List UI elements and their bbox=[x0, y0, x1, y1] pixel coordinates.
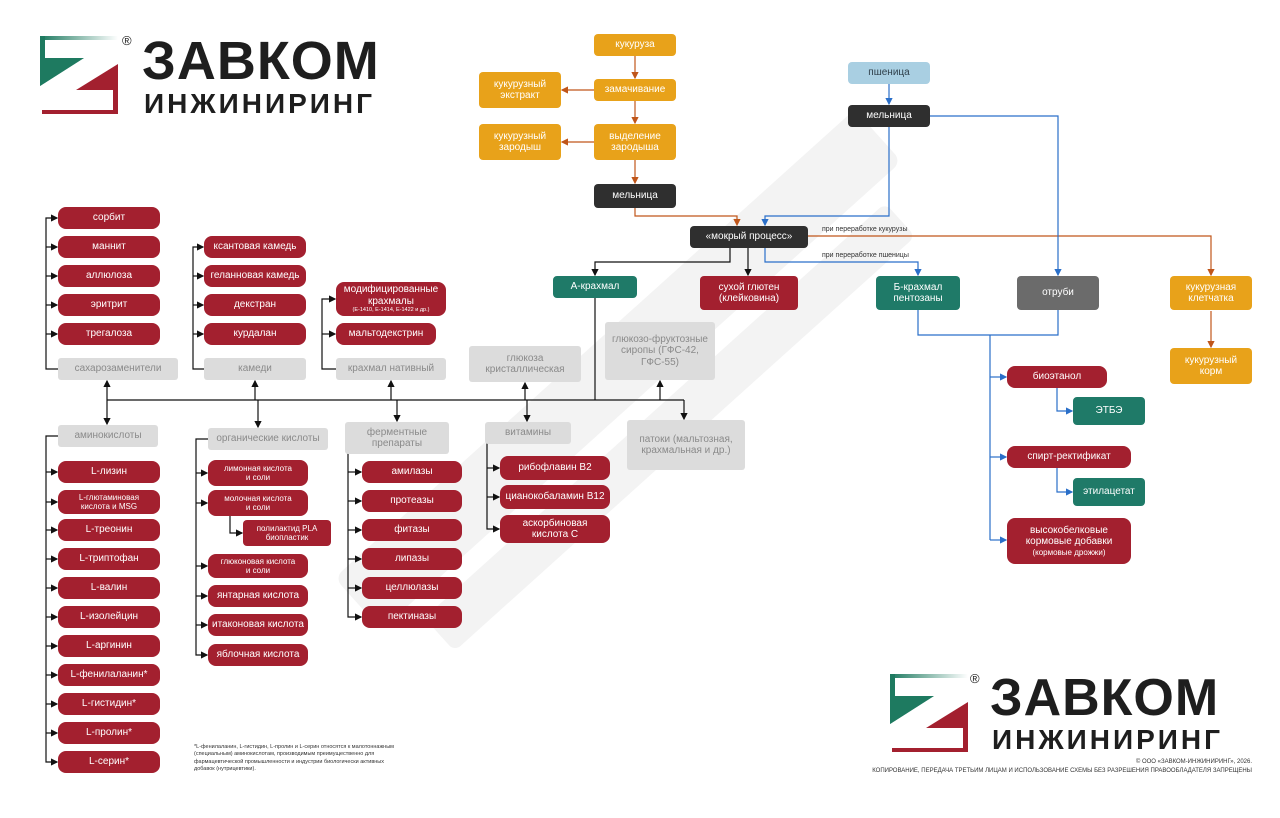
node-pla: полилактид PLA биопластик bbox=[243, 520, 331, 546]
node-soaking: замачивание bbox=[594, 79, 676, 101]
list-item: L-аргинин bbox=[58, 635, 160, 657]
list-item: фитазы bbox=[362, 519, 462, 541]
node-germ-separation: выделение зародыша bbox=[594, 124, 676, 160]
list-item: янтарная кислота bbox=[208, 585, 308, 607]
logo-line2: ИНЖИНИРИНГ bbox=[992, 724, 1224, 755]
list-item: аскорбиновая кислота C bbox=[500, 515, 610, 543]
list-item: цианокобаламин B12 bbox=[500, 485, 610, 509]
logo-line2: ИНЖИНИРИНГ bbox=[144, 88, 376, 119]
category-sweeteners: сахарозаменители bbox=[58, 358, 178, 380]
list-item: амилазы bbox=[362, 461, 462, 483]
list-item: рибофлавин B2 bbox=[500, 456, 610, 480]
list-item: L-изолейцин bbox=[58, 606, 160, 628]
category-gums: камеди bbox=[204, 358, 306, 380]
list-item: лимонная кислота и соли bbox=[208, 460, 308, 486]
node-bran: отруби bbox=[1017, 276, 1099, 310]
list-item: L-серин* bbox=[58, 751, 160, 773]
registered-mark: ® bbox=[970, 671, 980, 686]
node-corn-extract: кукурузный экстракт bbox=[479, 72, 561, 108]
footnote: *L-фенилаланин, L-гистидин, L-пролин и L… bbox=[194, 744, 394, 773]
list-item: сорбит bbox=[58, 207, 160, 229]
list-item: липазы bbox=[362, 548, 462, 570]
list-item: L-валин bbox=[58, 577, 160, 599]
logo-top: ® ЗАВКОМ ИНЖИНИРИНГ bbox=[40, 34, 420, 120]
protein-feed-sub: (кормовые дрожжи) bbox=[1032, 547, 1106, 557]
list-item: пектиназы bbox=[362, 606, 462, 628]
node-gluten: сухой глютен (клейковина) bbox=[700, 276, 798, 310]
category-glucose: глюкоза кристаллическая bbox=[469, 346, 581, 382]
list-item: яблочная кислота bbox=[208, 644, 308, 666]
logo-mark-icon bbox=[890, 674, 968, 752]
logo-line1: ЗАВКОМ bbox=[142, 31, 380, 91]
copyright: © ООО «ЗАВКОМ-ИНЖИНИРИНГ», 2026. bbox=[1135, 759, 1252, 765]
list-item: протеазы bbox=[362, 490, 462, 512]
label-corn-processing: при переработке кукурузы bbox=[822, 226, 908, 233]
list-item: маннит bbox=[58, 236, 160, 258]
list-item: L-триптофан bbox=[58, 548, 160, 570]
category-syrups: глюкозо-фруктозные сиропы (ГФС-42, ГФС-5… bbox=[605, 322, 715, 380]
category-native-starch: крахмал нативный bbox=[336, 358, 446, 380]
list-item: молочная кислота и соли bbox=[208, 490, 308, 516]
node-maltodextrin: мальтодекстрин bbox=[336, 323, 436, 345]
list-item: эритрит bbox=[58, 294, 160, 316]
list-item: L-глютаминовая кислота и MSG bbox=[58, 490, 160, 514]
category-molasses: патоки (мальтозная, крахмальная и др.) bbox=[627, 420, 745, 470]
list-item: трегалоза bbox=[58, 323, 160, 345]
list-item: декстран bbox=[204, 294, 306, 316]
list-item: геланновая камедь bbox=[204, 265, 306, 287]
list-item: L-лизин bbox=[58, 461, 160, 483]
node-corn-germ: кукурузный зародыш bbox=[479, 124, 561, 160]
list-item: L-фенилаланин* bbox=[58, 664, 160, 686]
node-wheat-mill: мельница bbox=[848, 105, 930, 127]
node-rectified-spirit: спирт-ректификат bbox=[1007, 446, 1131, 468]
list-item: глюконовая кислота и соли bbox=[208, 554, 308, 578]
logo-bottom: ® ЗАВКОМ ИНЖИНИРИНГ bbox=[890, 672, 1260, 756]
node-a-starch: А-крахмал bbox=[553, 276, 637, 298]
logo-line1: ЗАВКОМ bbox=[990, 669, 1220, 727]
logo-mark-icon bbox=[40, 36, 118, 114]
protein-feed-title: высокобелковые кормовые добавки bbox=[1025, 524, 1113, 548]
node-bioethanol: биоэтанол bbox=[1007, 366, 1107, 388]
list-item: итаконовая кислота bbox=[208, 614, 308, 636]
list-item: курдалан bbox=[204, 323, 306, 345]
category-organic-acids: органические кислоты bbox=[208, 428, 328, 450]
list-item: аллюлоза bbox=[58, 265, 160, 287]
node-corn-feed: кукурузный корм bbox=[1170, 348, 1252, 384]
node-protein-feed: высокобелковые кормовые добавки (кормовы… bbox=[1007, 518, 1131, 564]
list-item: L-пролин* bbox=[58, 722, 160, 744]
node-ethyl-acetate: этилацетат bbox=[1073, 478, 1145, 506]
label-wheat-processing: при переработке пшеницы bbox=[822, 252, 909, 259]
node-b-starch: Б-крахмал пентозаны bbox=[876, 276, 960, 310]
node-corn: кукуруза bbox=[594, 34, 676, 56]
node-wet-process: «мокрый процесс» bbox=[690, 226, 808, 248]
node-corn-fiber: кукурузная клетчатка bbox=[1170, 276, 1252, 310]
node-etbe: ЭТБЭ bbox=[1073, 397, 1145, 425]
category-enzymes: ферментные препараты bbox=[345, 422, 449, 454]
node-wheat: пшеница bbox=[848, 62, 930, 84]
modified-starch-title: модифицированные крахмалы bbox=[343, 284, 439, 307]
node-modified-starch: модифицированные крахмалы (Е-1410, Е-141… bbox=[336, 282, 446, 316]
modified-starch-codes: (Е-1410, Е-1414, Е-1422 и др.) bbox=[352, 307, 430, 314]
rights-notice: КОПИРОВАНИЕ, ПЕРЕДАЧА ТРЕТЬИМ ЛИЦАМ И ИС… bbox=[872, 768, 1252, 774]
list-item: L-треонин bbox=[58, 519, 160, 541]
list-item: целлюлазы bbox=[362, 577, 462, 599]
category-amino-acids: аминокислоты bbox=[58, 425, 158, 447]
list-item: L-гистидин* bbox=[58, 693, 160, 715]
list-item: ксантовая камедь bbox=[204, 236, 306, 258]
registered-mark: ® bbox=[122, 33, 132, 48]
category-vitamins: витамины bbox=[485, 422, 571, 444]
node-corn-mill: мельница bbox=[594, 184, 676, 208]
